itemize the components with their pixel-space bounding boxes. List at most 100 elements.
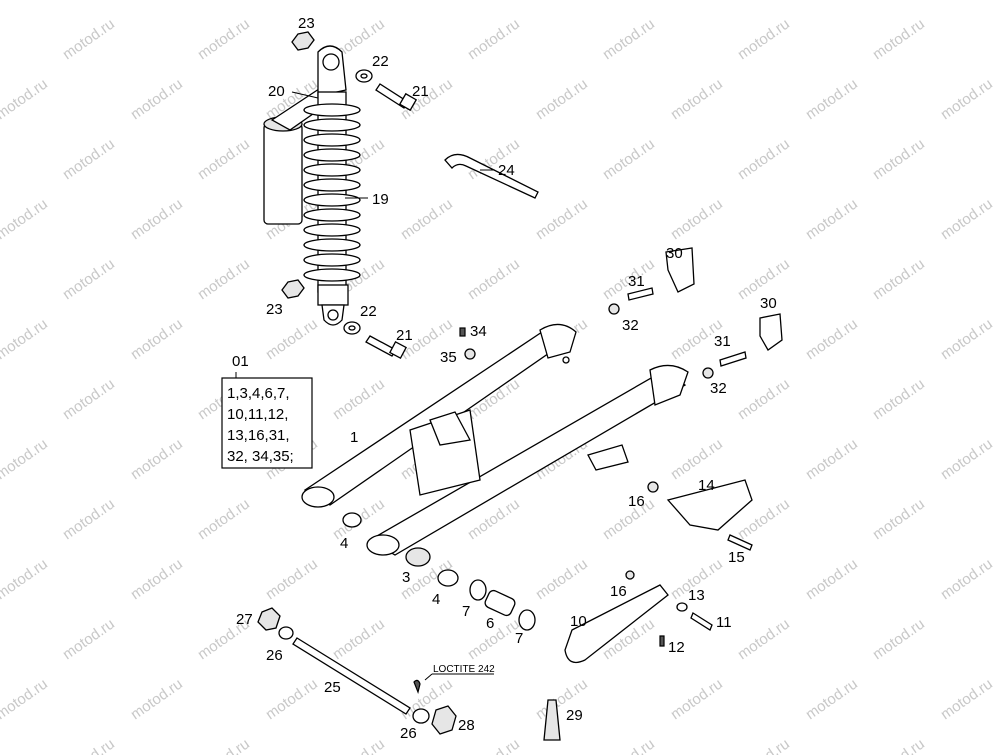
spring-coil [303,238,361,252]
watermark-text: motod.ru [465,255,523,303]
watermark-text: motod.ru [803,675,861,723]
callout-30: 30 [666,245,683,262]
watermark-text: motod.ru [870,375,928,423]
watermark-text: motod.ru [668,195,726,243]
callout-15: 15 [728,549,745,566]
callout-19: 19 [372,191,389,208]
watermark-text: motod.ru [0,195,51,243]
callout-32: 32 [710,380,727,397]
kit-line-4: 32, 34,35; [227,448,294,465]
watermark-text: motod.ru [735,135,793,183]
callout-10: 10 [570,613,587,630]
watermark-text: motod.ru [0,555,51,603]
kit-line-1: 1,3,4,6,7, [227,385,290,402]
callout-26: 26 [400,725,417,742]
callout-4: 4 [340,535,348,552]
spring-coil [303,178,361,192]
spring-coil [303,223,361,237]
watermark-text: motod.ru [803,0,861,3]
watermark-text: motod.ru [668,75,726,123]
watermark-text: motod.ru [60,495,118,543]
watermark-text: motod.ru [938,555,996,603]
watermark-text: motod.ru [938,675,996,723]
callout-14: 14 [698,477,715,494]
kit-line-3: 13,16,31, [227,427,290,444]
watermark-text: motod.ru [803,435,861,483]
callout-24: 24 [498,162,515,179]
callout-23: 23 [266,301,283,318]
callout-21: 21 [412,83,429,100]
watermark-text: motod.ru [533,555,591,603]
callout-22: 22 [360,303,377,320]
leader-lines [235,91,495,681]
callout-21: 21 [396,327,413,344]
watermark-text: motod.ru [735,15,793,63]
watermark-text: motod.ru [398,195,456,243]
callout-25: 25 [324,679,341,696]
swingarm-axle [292,637,411,715]
spring-coil [303,193,361,207]
watermark-text: motod.ru [0,435,51,483]
callout-31: 31 [714,333,731,350]
callout-32: 32 [622,317,639,334]
watermark-text: motod.ru [330,375,388,423]
callout-31: 31 [628,273,645,290]
callout-7: 7 [462,603,470,620]
callout-29: 29 [566,707,583,724]
watermark-text: motod.ru [465,15,523,63]
callout-26: 26 [266,647,283,664]
spring-coil [303,253,361,267]
watermark-text: motod.ru [938,195,996,243]
callout-27: 27 [236,611,253,628]
watermark-text: motod.ru [803,195,861,243]
watermark-text: motod.ru [533,75,591,123]
fitting [464,348,476,360]
callout-1: 1 [350,429,358,446]
chain-slider [564,584,669,664]
watermark-text: motod.ru [938,75,996,123]
callout-30: 30 [760,295,777,312]
watermark-text: motod.ru [870,135,928,183]
watermark-text: motod.ru [938,0,996,3]
watermark-text: motod.ru [0,675,51,723]
bracket [666,479,753,531]
watermark-text: motod.ru [533,0,591,3]
watermark-text: motod.ru [735,375,793,423]
callout-11: 11 [716,614,732,631]
watermark-text: motod.ru [870,495,928,543]
watermark-text: motod.ru [128,315,186,363]
watermark-text: motod.ru [870,255,928,303]
chain-guide-lower [759,313,783,351]
watermark-text: motod.ru [128,75,186,123]
watermark-text: motod.ru [60,135,118,183]
watermark-text: motod.ru [803,75,861,123]
watermark-text: motod.ru [128,675,186,723]
callout-20: 20 [268,83,285,100]
watermark-text: motod.ru [870,615,928,663]
watermark-text: motod.ru [60,375,118,423]
watermark-text: motod.ru [330,615,388,663]
watermark-text: motod.ru [195,735,253,755]
watermark-text: motod.ru [263,0,321,3]
callout-34: 34 [470,323,487,340]
spanner-wrench [444,153,539,199]
kit-number: 01 [232,353,249,370]
watermark-text: motod.ru [263,555,321,603]
watermark-text: motod.ru [0,75,51,123]
watermark-text: motod.ru [938,315,996,363]
spring-coil [303,133,361,147]
spring-coil [303,208,361,222]
watermark-text: motod.ru [128,0,186,3]
callout-16: 16 [628,493,645,510]
swingarm [301,323,689,556]
callout-13: 13 [688,587,705,604]
watermark-text: motod.ru [263,315,321,363]
watermark-text: motod.ru [195,135,253,183]
watermark-text: motod.ru [195,15,253,63]
spring-coil [303,148,361,162]
watermark-text: motod.ru [398,0,456,3]
watermark-text: motod.ru [128,555,186,603]
callouts: 23 20 22 21 19 24 23 22 21 34 35 30 31 3… [236,15,777,742]
callout-16: 16 [610,583,627,600]
